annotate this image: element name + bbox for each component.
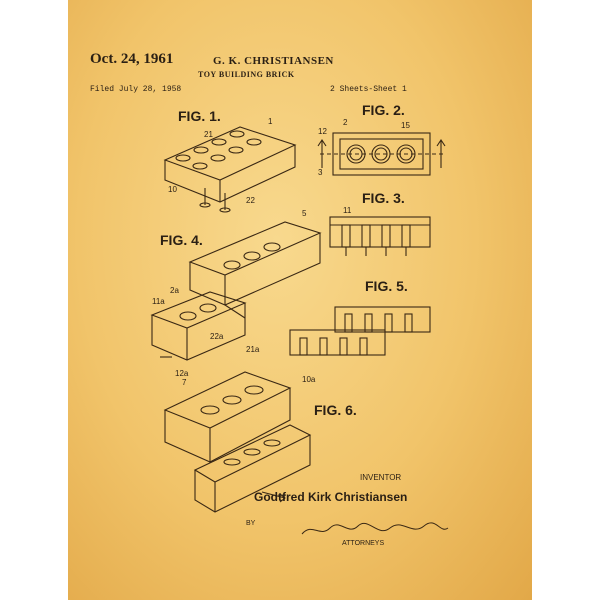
ref-2a: 2a bbox=[170, 286, 179, 295]
fig6-bricks-drawing bbox=[163, 371, 312, 513]
patent-sheet bbox=[68, 0, 532, 600]
fig2-top-view-drawing bbox=[317, 132, 446, 176]
fig6-label: FIG. 6. bbox=[314, 402, 357, 418]
ref-15: 15 bbox=[401, 121, 410, 130]
sheet-count: 2 Sheets-Sheet 1 bbox=[330, 85, 407, 94]
fig4-stacked-bricks-drawing bbox=[150, 221, 322, 361]
by-label: BY bbox=[246, 520, 256, 527]
fig3-section-drawing bbox=[329, 216, 431, 256]
ref-11a: 11a bbox=[152, 297, 165, 306]
ref-5: 5 bbox=[302, 209, 307, 218]
ref-12a: 12a bbox=[175, 369, 189, 378]
attorneys-signature bbox=[301, 522, 449, 535]
patent-title: TOY BUILDING BRICK bbox=[198, 70, 295, 79]
ref-10a: 10a bbox=[302, 375, 316, 384]
ref-22a: 22a bbox=[210, 332, 224, 341]
fig2-label: FIG. 2. bbox=[362, 102, 405, 118]
ref-10: 10 bbox=[168, 185, 177, 194]
attorneys-label: ATTORNEYS bbox=[342, 540, 385, 547]
inventor-label: INVENTOR bbox=[360, 473, 402, 482]
filed-date: Filed July 28, 1958 bbox=[90, 85, 182, 94]
ref-21: 21 bbox=[204, 130, 213, 139]
ref-2: 2 bbox=[343, 118, 348, 127]
fig3-label: FIG. 3. bbox=[362, 190, 405, 206]
inventor-name: Godtfred Kirk Christiansen bbox=[254, 490, 408, 504]
ref-3: 3 bbox=[318, 168, 323, 177]
ref-22: 22 bbox=[246, 196, 255, 205]
fig4-label: FIG. 4. bbox=[160, 232, 203, 248]
inventor-header: G. K. CHRISTIANSEN bbox=[213, 55, 334, 67]
fig1-label: FIG. 1. bbox=[178, 108, 221, 124]
ref-7: 7 bbox=[182, 378, 187, 387]
ref-12: 12 bbox=[318, 127, 327, 136]
fig5-label: FIG. 5. bbox=[365, 278, 408, 294]
patent-date: Oct. 24, 1961 bbox=[90, 51, 174, 67]
ref-1: 1 bbox=[268, 117, 273, 126]
ref-21a: 21a bbox=[246, 345, 260, 354]
fig5-section-drawing bbox=[289, 306, 431, 356]
fig1-brick-drawing bbox=[163, 126, 297, 213]
ref-11: 11 bbox=[343, 206, 352, 215]
